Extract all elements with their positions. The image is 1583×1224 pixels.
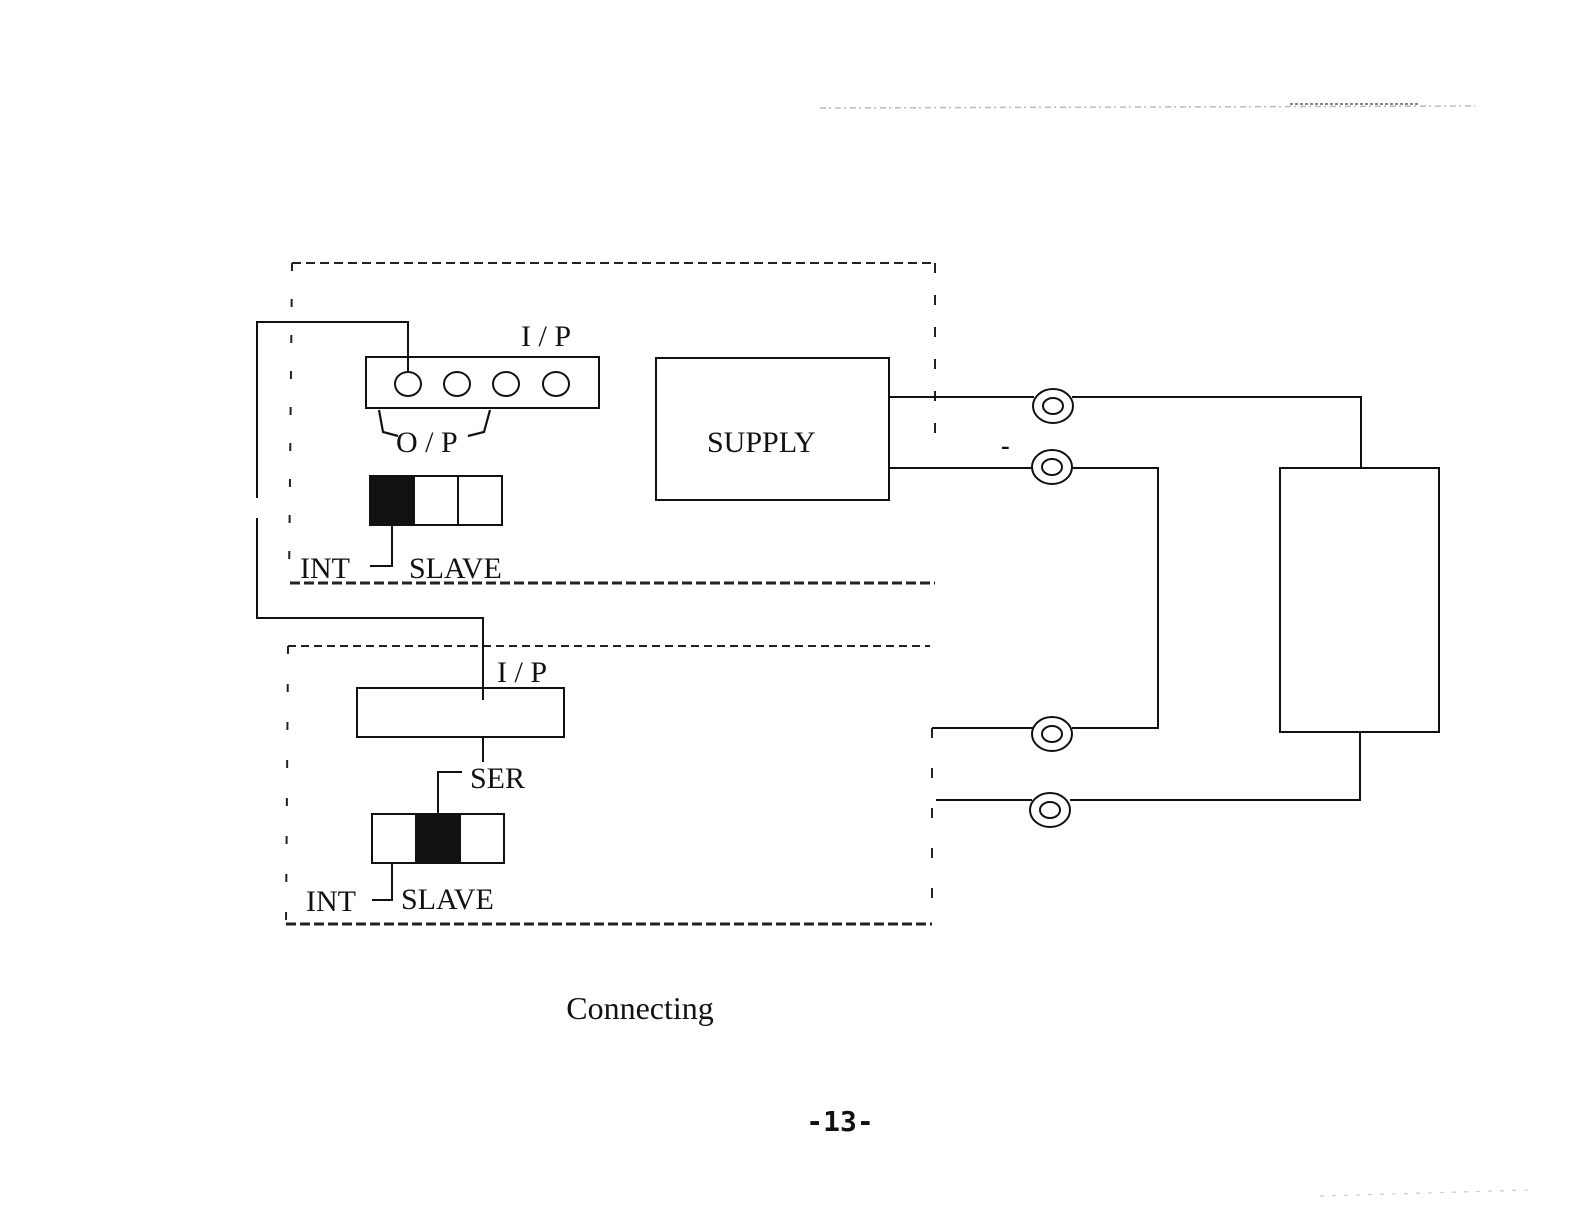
supply-box [655, 357, 890, 501]
terminal-hole-2 [443, 371, 471, 397]
upper-mode-switch [369, 475, 503, 567]
lower-input-label: I / P [497, 656, 547, 689]
scan-artifact-bottom [1319, 1189, 1531, 1197]
output-terminals [1029, 388, 1074, 828]
wiring [256, 321, 1362, 801]
upper-input-label: I / P [521, 320, 571, 353]
lower-slave-label: SLAVE [401, 883, 494, 916]
output-bracket [377, 409, 492, 438]
scan-artifact-top [819, 103, 1476, 109]
minus-sign-label: - [1001, 431, 1010, 460]
lower-unit-enclosure [285, 645, 933, 926]
wire-load-bottom [1070, 732, 1361, 801]
wire-series-link [1072, 467, 1159, 729]
terminal-hole-4 [542, 371, 570, 397]
terminal-hole-3 [492, 371, 520, 397]
wire-load-top [1072, 396, 1362, 468]
terminal-lower-negative [1029, 792, 1071, 828]
upper-int-label: INT [300, 552, 350, 585]
terminal-upper-positive [1032, 388, 1074, 424]
lower-mode-switch [371, 737, 505, 901]
load-box [1279, 467, 1440, 733]
page-number: -13- [806, 1105, 874, 1138]
supply-label: SUPPLY [707, 426, 816, 459]
upper-output-label: O / P [396, 426, 458, 459]
lower-terminal-block [356, 687, 565, 738]
terminal-lower-positive [1031, 716, 1073, 752]
lower-int-label: INT [306, 885, 356, 918]
wire-sense-link [256, 321, 409, 498]
series-label: SER [470, 762, 525, 795]
upper-terminal-block [365, 356, 600, 409]
figure-caption: Connecting [566, 990, 714, 1026]
upper-slave-label: SLAVE [409, 552, 502, 585]
wire-sense-link-lower [256, 518, 484, 700]
upper-unit-enclosure [288, 262, 936, 585]
terminal-upper-negative [1031, 449, 1073, 485]
